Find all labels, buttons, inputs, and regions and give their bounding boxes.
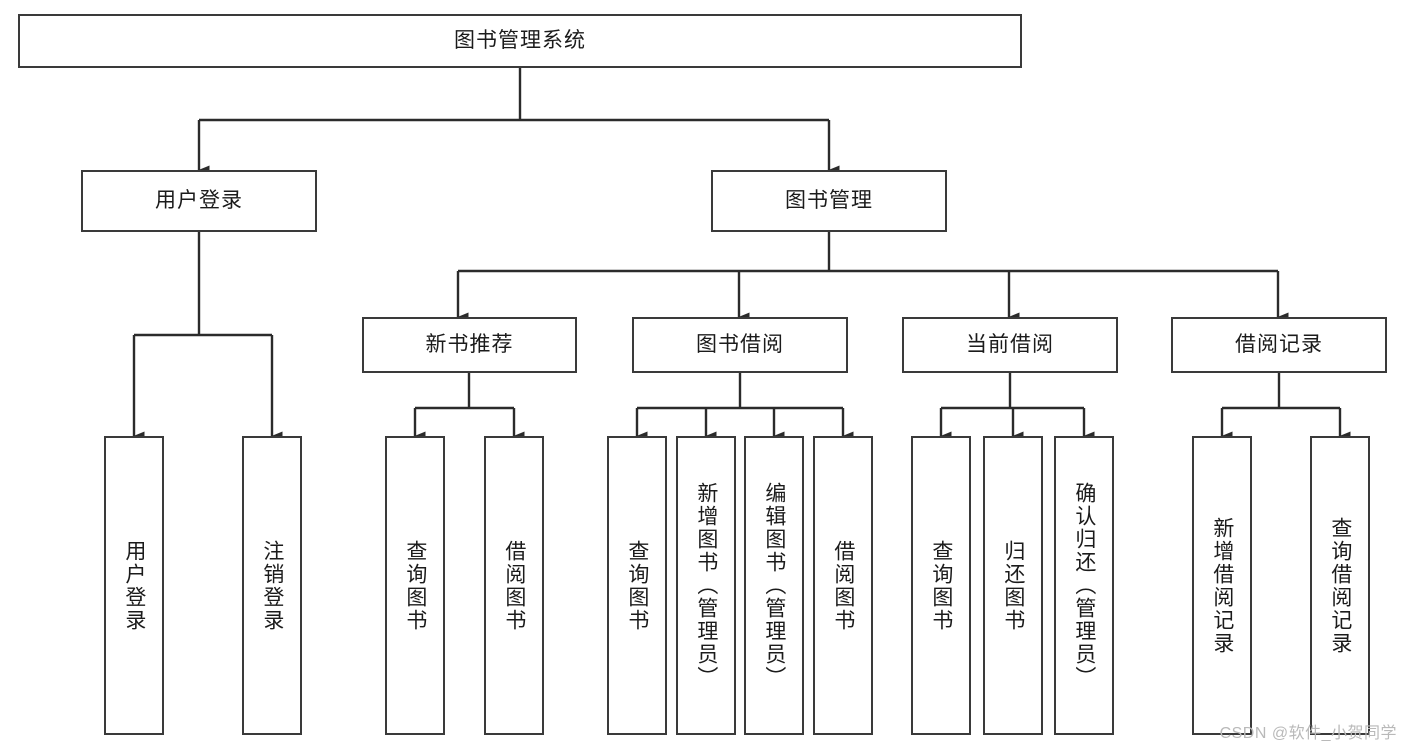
node-label: 确认归还（管理员）: [1072, 482, 1096, 689]
node-box-leaf-borrow-book-2[interactable]: 借阅图书: [813, 436, 873, 735]
node-label: 查询图书: [403, 539, 427, 632]
node-box-root[interactable]: 图书管理系统: [18, 14, 1022, 68]
node-label: 编辑图书（管理员）: [762, 482, 786, 689]
node-box-leaf-add-record[interactable]: 新增借阅记录: [1192, 436, 1252, 735]
node-label: 当前借阅: [966, 332, 1054, 356]
node-box-leaf-query-record[interactable]: 查询借阅记录: [1310, 436, 1370, 735]
node-box-leaf-query-book-1[interactable]: 查询图书: [385, 436, 445, 735]
node-label: 归还图书: [1001, 539, 1025, 632]
node-box-borrow-record[interactable]: 借阅记录: [1171, 317, 1387, 373]
node-box-leaf-borrow-book-1[interactable]: 借阅图书: [484, 436, 544, 735]
node-box-leaf-logout[interactable]: 注销登录: [242, 436, 302, 735]
node-box-leaf-return-book[interactable]: 归还图书: [983, 436, 1043, 735]
node-label: 图书管理: [785, 188, 873, 212]
node-box-new-book-recommend[interactable]: 新书推荐: [362, 317, 577, 373]
node-label: 用户登录: [155, 188, 243, 212]
node-box-leaf-confirm-return[interactable]: 确认归还（管理员）: [1054, 436, 1114, 735]
node-label: 查询图书: [929, 539, 953, 632]
node-box-leaf-query-book-2[interactable]: 查询图书: [607, 436, 667, 735]
node-box-leaf-add-book[interactable]: 新增图书（管理员）: [676, 436, 736, 735]
node-box-leaf-user-login[interactable]: 用户登录: [104, 436, 164, 735]
node-label: 新增借阅记录: [1210, 516, 1234, 655]
node-box-leaf-query-book-3[interactable]: 查询图书: [911, 436, 971, 735]
node-box-book-borrow[interactable]: 图书借阅: [632, 317, 848, 373]
node-box-leaf-edit-book[interactable]: 编辑图书（管理员）: [744, 436, 804, 735]
node-label: 查询图书: [625, 539, 649, 632]
node-label: 借阅图书: [831, 539, 855, 632]
node-label: 注销登录: [260, 539, 284, 632]
node-label: 图书管理系统: [454, 28, 586, 52]
node-box-user-login[interactable]: 用户登录: [81, 170, 317, 232]
node-label: 用户登录: [122, 539, 146, 632]
node-label: 借阅记录: [1235, 332, 1323, 356]
node-label: 新增图书（管理员）: [694, 482, 718, 689]
node-label: 图书借阅: [696, 332, 784, 356]
node-box-current-borrow[interactable]: 当前借阅: [902, 317, 1118, 373]
node-label: 新书推荐: [425, 332, 514, 356]
node-box-book-manage[interactable]: 图书管理: [711, 170, 947, 232]
node-label: 借阅图书: [502, 539, 526, 632]
node-label: 查询借阅记录: [1328, 516, 1352, 655]
